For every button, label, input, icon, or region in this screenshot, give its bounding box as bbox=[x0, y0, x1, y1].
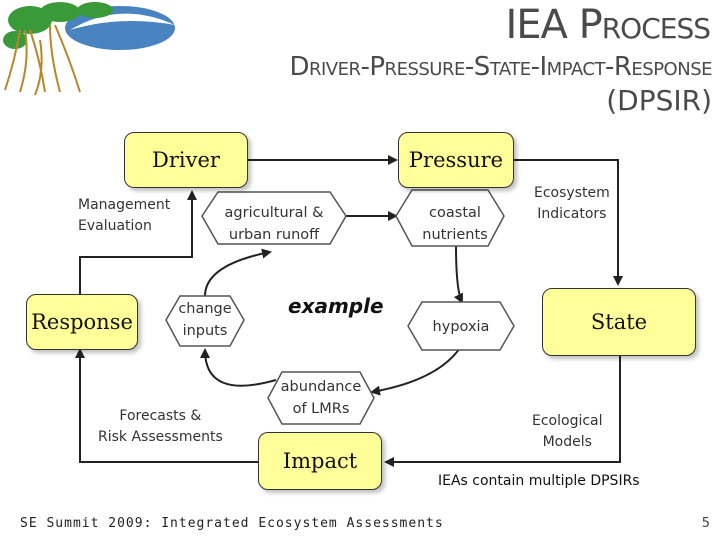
ecological-models-label: Ecological Models bbox=[532, 411, 603, 453]
impact-box: Impact bbox=[258, 432, 382, 490]
ecosystem-line: Ecosystem bbox=[534, 185, 610, 201]
inputs-line: inputs bbox=[182, 323, 228, 339]
abundance-line: abundance bbox=[280, 379, 362, 395]
risk-assessments-line: Risk Assessments bbox=[98, 429, 223, 445]
iea-note: IEAs contain multiple DPSIRs bbox=[438, 473, 640, 489]
response-label: Response bbox=[31, 310, 133, 334]
arrow-abundance-change bbox=[200, 348, 277, 387]
models-line: Models bbox=[542, 434, 592, 450]
coastal-nutrients-label: coastal nutrients bbox=[402, 202, 508, 246]
title-iea: IEA bbox=[505, 2, 567, 48]
urban-runoff-line: urban runoff bbox=[228, 227, 320, 243]
ecological-line: Ecological bbox=[532, 413, 603, 429]
arrow-hypoxia-abundance bbox=[370, 344, 463, 396]
main-title: IEA Process bbox=[420, 2, 711, 48]
title-process: Process bbox=[578, 2, 711, 48]
dpsir-subtitle: Driver-Pressure-State-Impact-Response bbox=[289, 52, 712, 82]
hex-change-inputs bbox=[165, 295, 245, 347]
impact-label: Impact bbox=[282, 449, 358, 473]
arrow-impact-response bbox=[75, 348, 258, 463]
state-label: State bbox=[590, 310, 648, 334]
state-box: State bbox=[542, 288, 696, 356]
footer-text: SE Summit 2009: Integrated Ecosystem Ass… bbox=[20, 516, 444, 531]
mangrove-logo bbox=[3, 2, 175, 96]
forecasts-risk-label: Forecasts & Risk Assessments bbox=[98, 406, 223, 448]
hypoxia-label: hypoxia bbox=[432, 319, 490, 335]
pressure-label: Pressure bbox=[408, 148, 504, 172]
management-evaluation-label: Management Evaluation bbox=[78, 195, 170, 237]
abundance-lmrs-label: abundance of LMRs bbox=[268, 376, 374, 420]
response-box: Response bbox=[26, 294, 138, 350]
hex-abundance-lmrs bbox=[267, 371, 375, 425]
coastal-line: coastal bbox=[429, 205, 481, 221]
indicators-line: Indicators bbox=[537, 206, 607, 222]
hex-agricultural-runoff bbox=[201, 191, 347, 245]
driver-box: Driver bbox=[124, 132, 248, 188]
change-line: change bbox=[178, 301, 232, 317]
dpsir-abbreviation: (DPSIR) bbox=[606, 84, 712, 117]
hex-hypoxia bbox=[407, 301, 515, 351]
arrow-change-runoff bbox=[204, 248, 272, 297]
ecosystem-indicators-label: Ecosystem Indicators bbox=[534, 183, 610, 225]
nutrients-line: nutrients bbox=[422, 227, 488, 243]
evaluation-line: Evaluation bbox=[78, 218, 152, 234]
of-lmrs-line: of LMRs bbox=[292, 401, 350, 417]
pressure-box: Pressure bbox=[398, 132, 514, 188]
arrow-state-impact bbox=[384, 356, 621, 467]
arrow-pressure-state bbox=[512, 159, 623, 286]
hex-coastal-nutrients bbox=[395, 189, 505, 247]
forecasts-line: Forecasts & bbox=[119, 408, 202, 424]
management-line: Management bbox=[78, 197, 171, 213]
page-number: 5 bbox=[701, 516, 710, 531]
change-inputs-label: change inputs bbox=[162, 298, 248, 342]
agricultural-runoff-label: agricultural & urban runoff bbox=[206, 202, 342, 246]
example-label: example bbox=[288, 294, 384, 318]
arrow-nutrients-hypoxia bbox=[453, 245, 463, 304]
agricultural-line: agricultural & bbox=[224, 205, 324, 221]
driver-label: Driver bbox=[152, 148, 220, 172]
arrow-response-driver bbox=[79, 190, 197, 294]
